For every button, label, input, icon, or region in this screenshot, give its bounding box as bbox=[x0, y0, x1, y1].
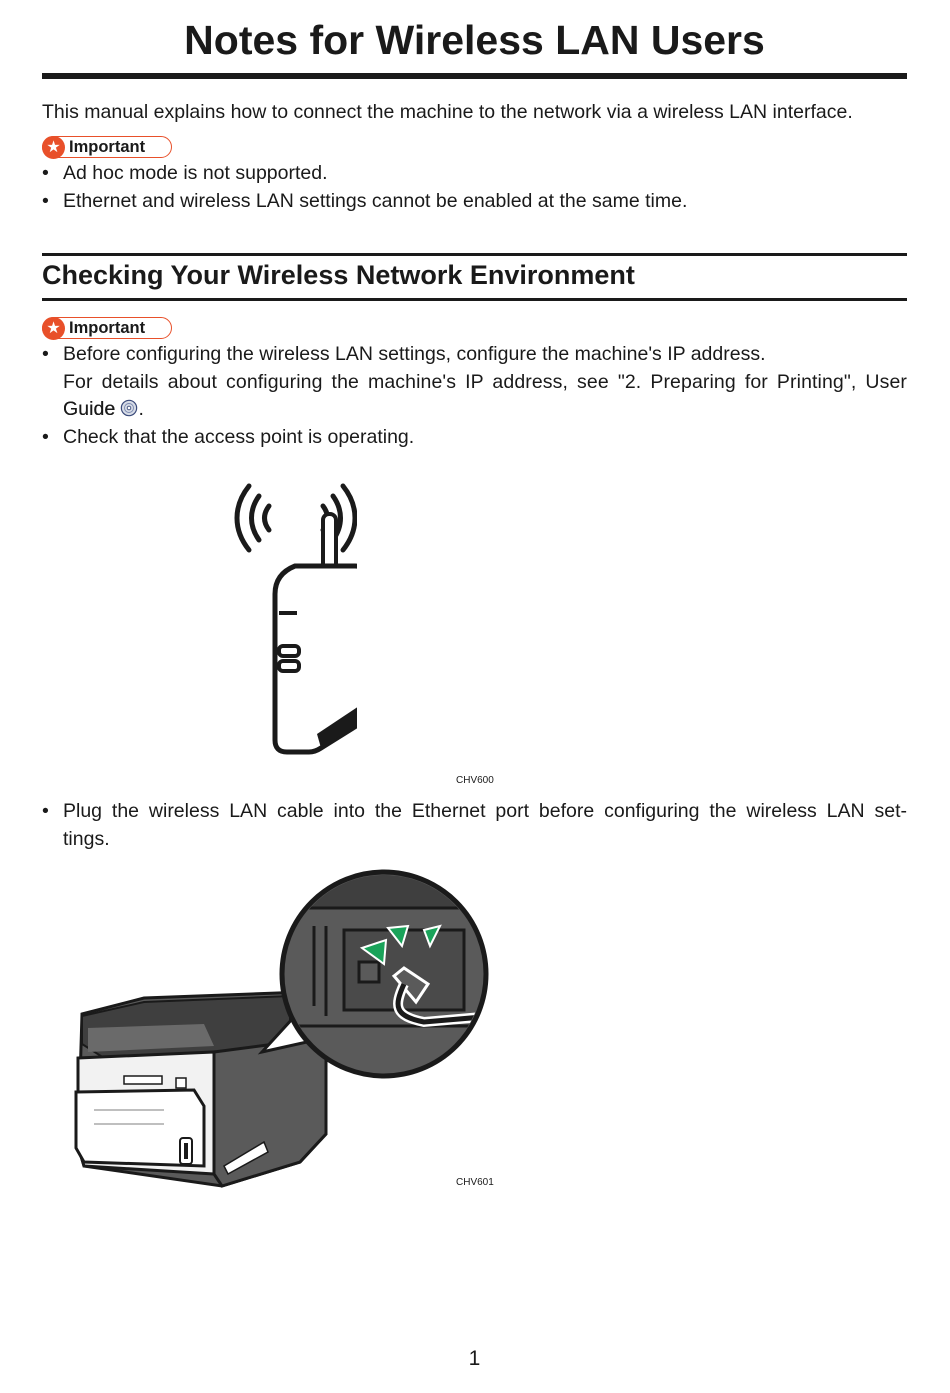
title-rule bbox=[42, 73, 907, 79]
figure-label-router: CHV600 bbox=[456, 775, 494, 786]
star-icon: ★ bbox=[42, 136, 65, 159]
guide-word: Guide bbox=[63, 398, 116, 420]
important-list: • Before configuring the wireless LAN se… bbox=[42, 341, 907, 424]
list-item: • Plug the wireless LAN cable into the E… bbox=[42, 800, 907, 850]
star-icon: ★ bbox=[42, 317, 65, 340]
section-rule-bottom bbox=[42, 298, 907, 301]
cd-rom-icon bbox=[121, 399, 138, 417]
section-rule-top bbox=[42, 253, 907, 256]
intro-text: This manual explains how to connect the … bbox=[42, 101, 853, 123]
list-item: •Ethernet and wireless LAN settings cann… bbox=[42, 189, 688, 212]
important-label: Important bbox=[69, 138, 146, 156]
page: Notes for Wireless LAN Users This manual… bbox=[42, 0, 907, 1393]
important-list-continued: •Check that the access point is operatin… bbox=[42, 424, 907, 452]
list-item: • Before configuring the wireless LAN se… bbox=[42, 343, 907, 420]
important-badge: ★ Important bbox=[42, 317, 172, 340]
important-badge: ★ Important bbox=[42, 136, 172, 159]
list-item: •Check that the access point is operatin… bbox=[42, 426, 415, 448]
wireless-router-illustration bbox=[234, 483, 357, 755]
printer-lan-port-illustration bbox=[74, 869, 489, 1188]
section-heading: Checking Your Wireless Network Environme… bbox=[42, 260, 635, 290]
figure-label-printer: CHV601 bbox=[456, 1177, 494, 1188]
important-label: Important bbox=[69, 319, 146, 337]
list-item: •Ad hoc mode is not supported. bbox=[42, 162, 328, 184]
page-title: Notes for Wireless LAN Users bbox=[184, 17, 765, 63]
guide-line: Guide . bbox=[63, 398, 144, 420]
important-list: •Ad hoc mode is not supported. •Ethernet… bbox=[42, 160, 907, 215]
lan-cable-list: • Plug the wireless LAN cable into the E… bbox=[42, 798, 907, 853]
page-number: 1 bbox=[468, 1347, 481, 1370]
